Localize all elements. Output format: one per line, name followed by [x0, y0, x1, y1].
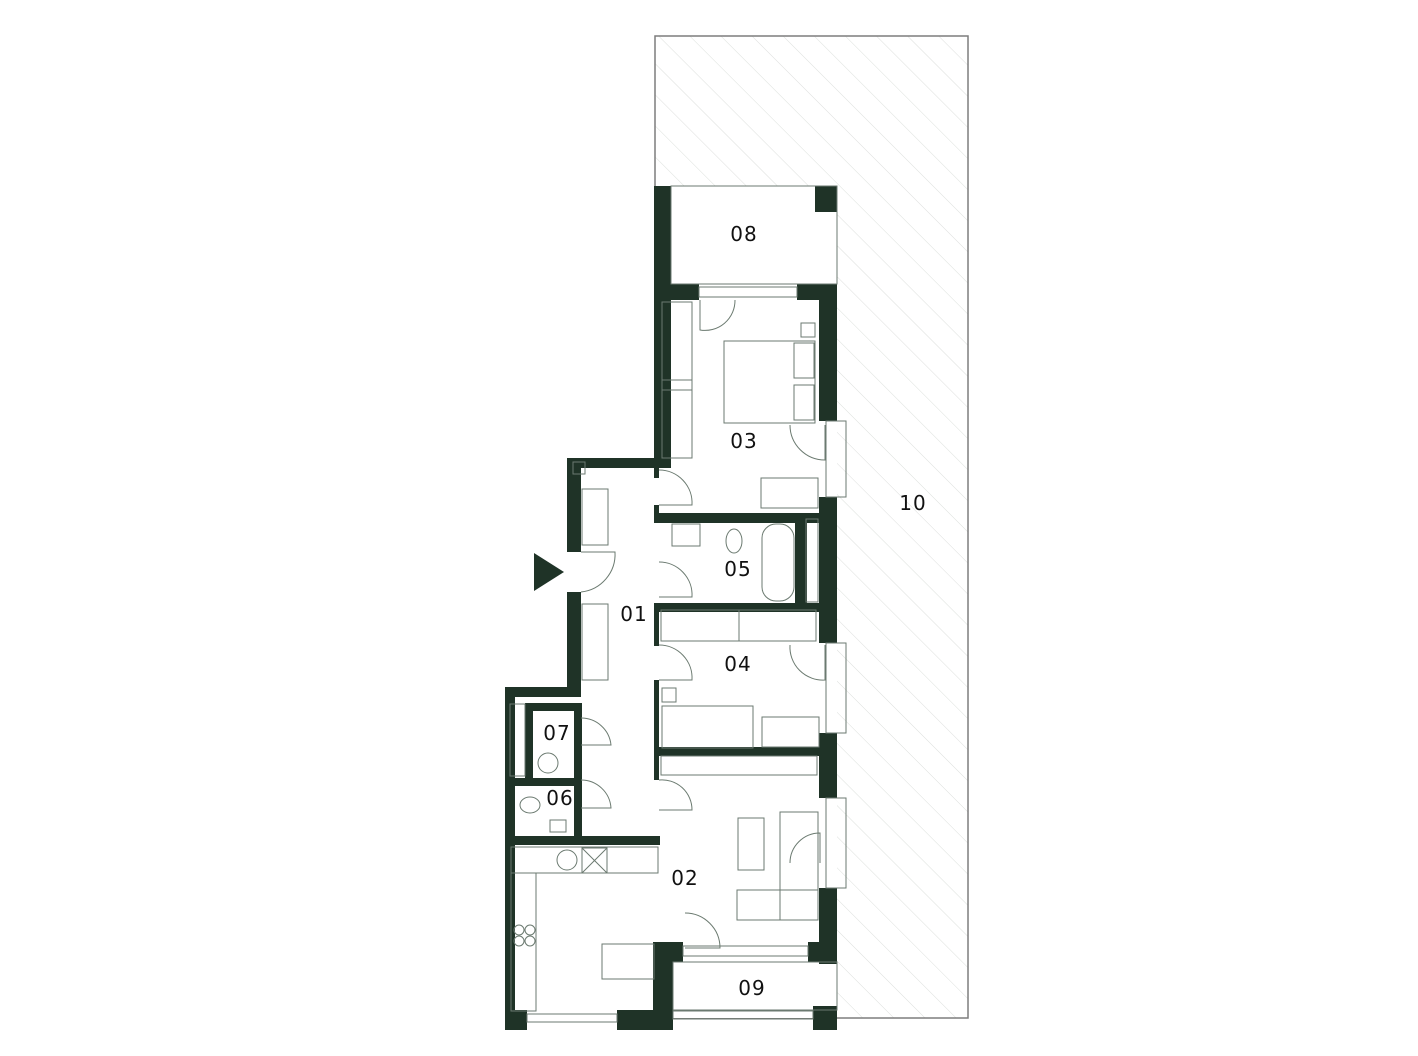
balcony-08-outline	[670, 185, 838, 285]
room-label-06: 06	[546, 786, 574, 810]
balcony-09-outline	[672, 961, 838, 1011]
room-label-09: 09	[738, 976, 766, 1000]
room-label-07: 07	[543, 721, 571, 745]
walls	[505, 186, 837, 1030]
room-label-04: 04	[724, 652, 752, 676]
entrance-arrow-icon	[534, 553, 564, 591]
room-label-02: 02	[671, 866, 699, 890]
room-label-01: 01	[620, 602, 648, 626]
room-label-10: 10	[899, 491, 927, 515]
room-label-05: 05	[724, 557, 752, 581]
furniture	[509, 286, 847, 1023]
room-label-03: 03	[730, 429, 758, 453]
room-label-08: 08	[730, 222, 758, 246]
garden-area-10	[505, 35, 969, 1020]
